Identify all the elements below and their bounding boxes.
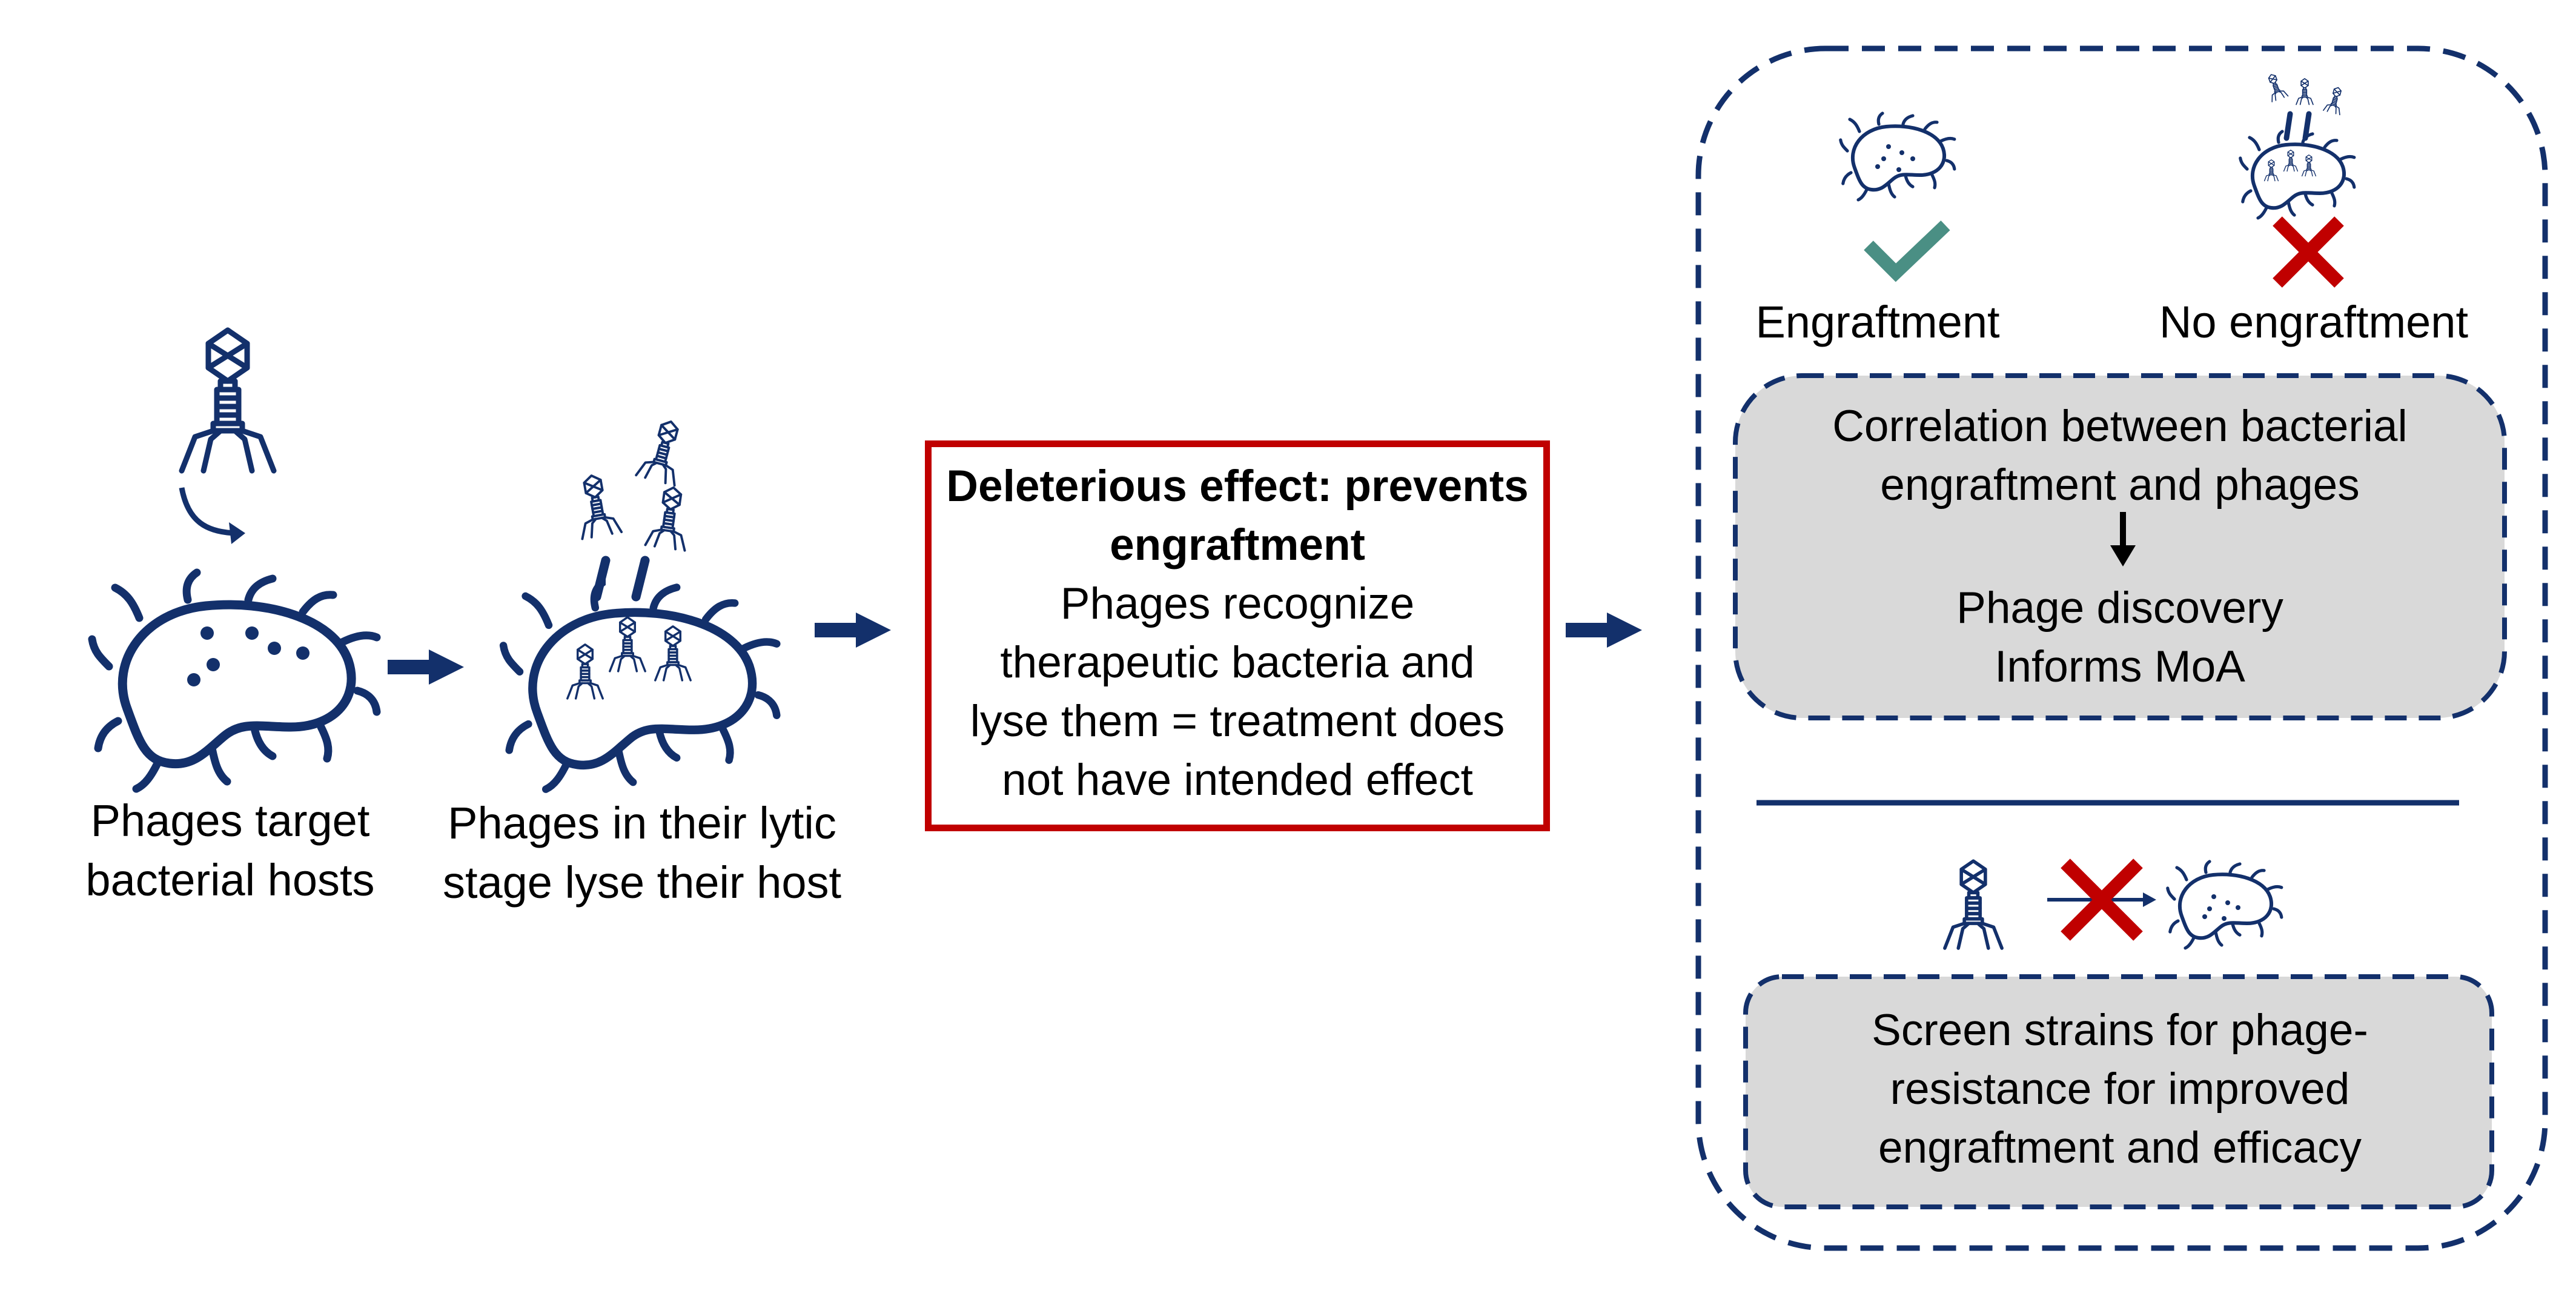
effect-body-line1: Phages recognize xyxy=(1060,579,1415,628)
screen-line3: engraftment and efficacy xyxy=(1878,1123,2362,1172)
screen-box xyxy=(1743,974,2494,1209)
correlation-line2: engraftment and phages xyxy=(1880,460,2360,510)
bacterium-icon xyxy=(1841,113,1955,200)
screen-line1: Screen strains for phage- xyxy=(1872,1006,2368,1055)
lysed-bacterium-icon xyxy=(2240,111,2354,218)
arrow-right-icon xyxy=(1566,613,1642,648)
step-caption-lyse-line2: stage lyse their host xyxy=(442,857,842,908)
arrow-right-icon xyxy=(388,649,464,685)
released-phages-icon xyxy=(2262,71,2347,116)
curved-arrow-icon xyxy=(179,487,245,544)
phage-icon xyxy=(1945,861,2002,948)
arrow-down-icon xyxy=(2110,512,2136,566)
effect-body-line3: lyse them = treatment does xyxy=(970,697,1505,746)
effect-body-line4: not have intended effect xyxy=(1002,756,1473,805)
correlation-line1: Correlation between bacterial xyxy=(1832,402,2408,451)
released-phages-icon xyxy=(571,415,695,552)
effect-title-line1: Deleterious effect: prevents xyxy=(946,462,1529,511)
informs-moa-line: Informs MoA xyxy=(1995,642,2245,691)
step-caption-target-line2: bacterial hosts xyxy=(85,855,375,905)
lysed-bacterium-icon xyxy=(503,556,776,789)
bacterium-icon xyxy=(92,573,377,789)
cross-icon xyxy=(2061,859,2143,941)
step-caption-target-line1: Phages target xyxy=(90,795,370,846)
step-caption-lyse-line1: Phages in their lytic xyxy=(448,798,836,848)
screen-line2: resistance for improved xyxy=(1890,1065,2350,1114)
engraftment-label: Engraftment xyxy=(1755,297,2000,347)
cross-icon xyxy=(2273,216,2344,288)
bacterium-icon xyxy=(2168,862,2282,948)
no-engraftment-label: No engraftment xyxy=(2159,297,2469,347)
outcome-panel xyxy=(1695,45,2548,1251)
check-icon xyxy=(1864,221,1950,282)
phage-discovery-line: Phage discovery xyxy=(1956,583,2283,633)
phage-icon xyxy=(182,330,274,471)
arrow-right-icon xyxy=(815,613,891,648)
deleterious-effect-box: Deleterious effect: prevents engraftment… xyxy=(925,440,1550,831)
effect-body-line2: therapeutic bacteria and xyxy=(1000,638,1475,687)
effect-title-line2: engraftment xyxy=(1110,520,1365,570)
